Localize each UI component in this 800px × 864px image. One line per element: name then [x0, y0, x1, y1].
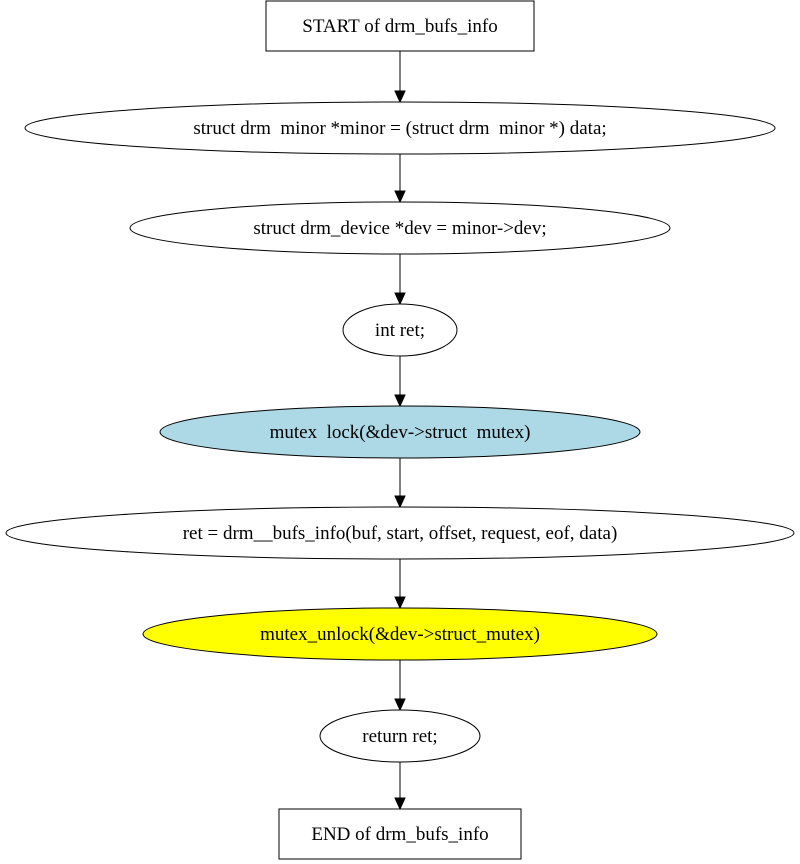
- node-box: [265, 0, 535, 52]
- node-ellipse: [342, 303, 458, 357]
- arrow-head-icon: [394, 394, 406, 408]
- edge-ret-decl-to-mutex-lock: [394, 356, 406, 408]
- arrow-head-icon: [394, 596, 406, 610]
- arrow-head-icon: [394, 797, 406, 811]
- arrow-head-icon: [394, 495, 406, 509]
- arrow-head-icon: [394, 292, 406, 306]
- edge-dev-to-ret-decl: [394, 254, 406, 306]
- node-label: mutex_unlock(&dev->struct_mutex): [260, 624, 540, 645]
- node-ret-decl: int ret;: [342, 303, 458, 357]
- edge-call-to-mutex-unlock: [394, 559, 406, 610]
- node-mutex-unlock: mutex_unlock(&dev->struct_mutex): [142, 607, 658, 661]
- node-label: struct drm_device *dev = minor->dev;: [253, 218, 546, 239]
- node-dev: struct drm_device *dev = minor->dev;: [129, 201, 671, 255]
- node-minor: struct drm minor *minor = (struct drm mi…: [24, 101, 776, 155]
- node-label: int ret;: [375, 320, 425, 341]
- node-ellipse: [319, 709, 481, 763]
- node-label: ret = drm__bufs_info(buf, start, offset,…: [183, 523, 618, 544]
- node-ellipse: [24, 101, 776, 155]
- node-end: END of drm_bufs_info: [278, 808, 522, 860]
- node-ellipse: [5, 506, 795, 560]
- edge-return-to-end: [394, 762, 406, 811]
- node-label: START of drm_bufs_info: [302, 16, 497, 37]
- node-call: ret = drm__bufs_info(buf, start, offset,…: [5, 506, 795, 560]
- node-label: END of drm_bufs_info: [311, 824, 488, 845]
- edge-mutex-unlock-to-return: [394, 660, 406, 712]
- edge-minor-to-dev: [394, 154, 406, 204]
- node-label: mutex lock(&dev->struct mutex): [270, 422, 531, 443]
- arrow-head-icon: [394, 90, 406, 104]
- edge-start-to-minor: [394, 51, 406, 104]
- arrow-head-icon: [394, 190, 406, 204]
- node-start: START of drm_bufs_info: [265, 0, 535, 52]
- arrow-head-icon: [394, 698, 406, 712]
- node-ellipse: [129, 201, 671, 255]
- node-label: struct drm minor *minor = (struct drm mi…: [193, 118, 606, 139]
- node-label: return ret;: [362, 726, 437, 747]
- edges-layer: [394, 51, 406, 811]
- node-ellipse: [159, 405, 641, 459]
- node-box: [278, 808, 522, 860]
- node-return: return ret;: [319, 709, 481, 763]
- edge-mutex-lock-to-call: [394, 458, 406, 509]
- node-ellipse: [142, 607, 658, 661]
- node-mutex-lock: mutex lock(&dev->struct mutex): [159, 405, 641, 459]
